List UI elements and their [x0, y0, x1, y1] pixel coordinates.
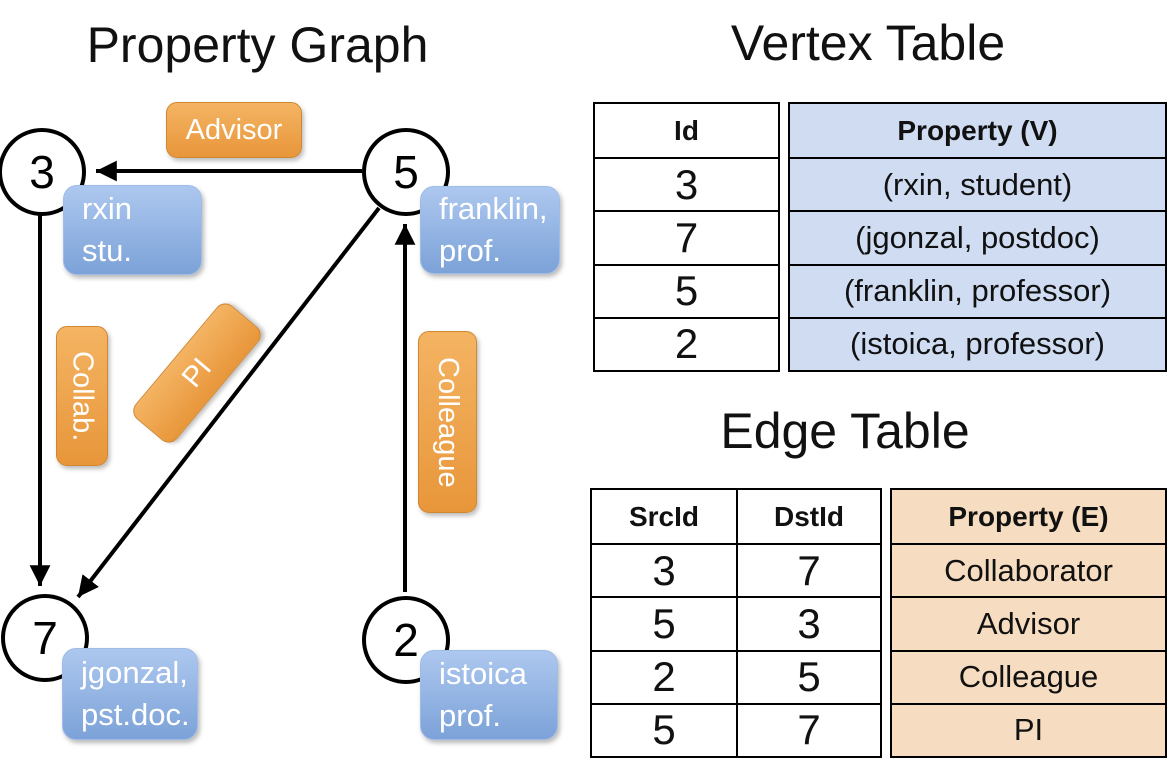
edge-label-collab: Collab. — [56, 326, 108, 466]
edge-table-srcid-cell: 3 — [652, 546, 676, 594]
edge-label-advisor: Advisor — [166, 102, 302, 158]
vertex-table-id-cell: 5 — [674, 267, 699, 315]
vertex-node-5: 5 — [362, 128, 450, 216]
edge-label-pi-text: PI — [175, 351, 218, 394]
edge-table-srcid-cell: 5 — [652, 599, 676, 647]
vertex-table-id-cell: 7 — [674, 213, 699, 261]
edge-table-property-cell: Collaborator — [944, 552, 1113, 588]
edge-table-dstid-cell: 3 — [736, 598, 880, 650]
vertex-table-property-header: Property (V) — [897, 114, 1058, 146]
vertex-property-box-3: rxin stu. — [63, 185, 202, 275]
edge-table-srcid-cell: 5 — [652, 706, 676, 754]
vertex-table-property-cell: (franklin, professor) — [843, 273, 1112, 309]
vertex-property-box-2: istoica prof. — [420, 650, 558, 740]
edge-table-title: Edge Table — [720, 403, 970, 459]
vertex-table-property-cell: (jgonzal, postdoc) — [855, 219, 1100, 255]
vertex-property-2-line2: prof. — [439, 698, 502, 733]
graph-edges — [29, 160, 416, 599]
vertex-table-property-cell: (rxin, student) — [882, 166, 1073, 202]
edge-table-property-cell: Advisor — [976, 605, 1081, 641]
vertex-table-property-column: Property (V) (rxin, student) (jgonzal, p… — [788, 102, 1167, 372]
vertex-property-3-line1: rxin — [82, 191, 132, 226]
edge-table-dstid-cell: 7 — [736, 545, 880, 597]
edge-label-colleague-text: Colleague — [432, 356, 464, 488]
edge-5-to-7 — [76, 206, 381, 599]
edge-table-dstid-cell: 7 — [736, 704, 880, 756]
vertex-node-2: 2 — [362, 596, 450, 684]
vertex-table-title: Vertex Table — [730, 15, 1006, 71]
vertex-property-5-line1: franklin, — [439, 191, 548, 226]
edge-table-property-cell: PI — [1013, 712, 1044, 748]
vertex-property-3-line2: stu. — [82, 233, 132, 268]
vertex-property-2-line1: istoica — [439, 656, 527, 691]
vertex-node-3-id: 3 — [29, 146, 55, 198]
vertex-property-box-7: jgonzal, pst.doc. — [62, 648, 198, 740]
vertex-node-2-id: 2 — [393, 614, 419, 666]
vertex-property-7-line2: pst.doc. — [81, 697, 190, 732]
vertex-table-id-column: Id 3 7 5 2 — [593, 102, 780, 372]
vertex-table-property-cell: (istoica, professor) — [850, 326, 1105, 362]
vertex-table-id-cell: 2 — [674, 320, 699, 368]
edge-table-property-cell: Colleague — [958, 659, 1099, 695]
vertex-property-7-line1: jgonzal, — [81, 655, 188, 690]
edge-label-advisor-text: Advisor — [185, 113, 283, 146]
vertex-node-7-id: 7 — [32, 612, 58, 664]
property-graph-title: Property Graph — [86, 17, 429, 73]
edge-table-property-column: Property (E) Collaborator Advisor Collea… — [890, 488, 1167, 758]
vertex-table-id-header: Id — [674, 114, 699, 146]
edge-table-dstid-cell: 5 — [736, 651, 880, 703]
edge-table-srcid-header: SrcId — [628, 500, 700, 532]
vertex-property-box-5: franklin, prof. — [420, 186, 560, 274]
edge-table-srcid-cell: 2 — [652, 653, 676, 701]
edge-table-dstid-header: DstId — [736, 490, 880, 544]
vertex-property-5-line2: prof. — [439, 233, 502, 268]
vertex-table-id-cell: 3 — [674, 160, 699, 208]
edge-table-id-columns: SrcId DstId 3 7 5 3 2 5 5 7 — [590, 488, 882, 758]
vertex-node-5-id: 5 — [393, 146, 419, 198]
edge-label-collab-text: Collab. — [66, 350, 99, 442]
edge-label-colleague: Colleague — [418, 331, 477, 513]
edge-table-property-header: Property (E) — [948, 500, 1109, 532]
